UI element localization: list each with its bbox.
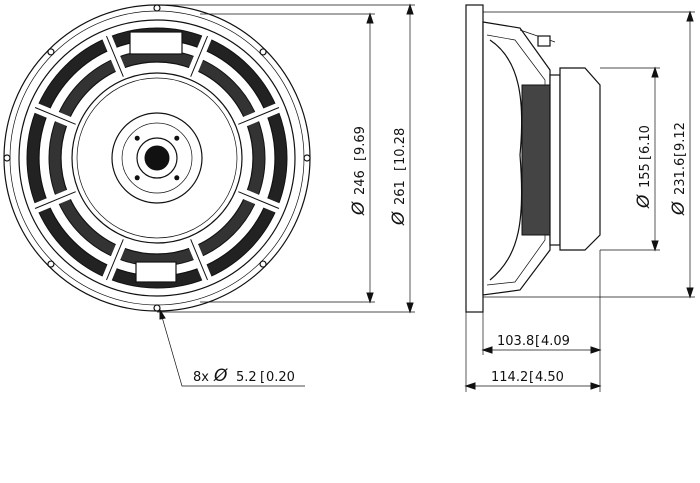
svg-text:[: [ bbox=[673, 152, 688, 157]
svg-text:9.12: 9.12 bbox=[673, 122, 688, 151]
svg-text:114.2: 114.2 bbox=[491, 370, 528, 385]
svg-text:Ø: Ø bbox=[349, 201, 369, 216]
mounting-hole bbox=[153, 4, 161, 12]
basket-spoke-edge bbox=[190, 239, 208, 281]
dim-246-label: Ø 246 [ 9.69 bbox=[349, 126, 369, 216]
svg-text:8x: 8x bbox=[193, 370, 209, 385]
mounting-hole bbox=[3, 154, 11, 162]
svg-text:[: [ bbox=[260, 370, 265, 385]
screw bbox=[134, 135, 140, 141]
svg-text:[: [ bbox=[638, 155, 653, 160]
svg-text:Ø: Ø bbox=[213, 366, 228, 386]
svg-text:Ø: Ø bbox=[669, 201, 689, 216]
basket-spoke-edge bbox=[238, 107, 280, 125]
side-view bbox=[465, 4, 601, 313]
dim-103-label: 103.8 [ 4.09 bbox=[497, 334, 570, 349]
mounting-hole bbox=[47, 48, 55, 56]
mounting-hole bbox=[47, 260, 55, 268]
svg-text:231.6: 231.6 bbox=[673, 158, 688, 195]
terminal-block-bottom bbox=[135, 261, 177, 283]
basket-spoke-edge bbox=[106, 239, 124, 281]
svg-text:Ø: Ø bbox=[634, 194, 654, 209]
svg-text:[: [ bbox=[393, 166, 408, 171]
basket-spoke-edge bbox=[34, 191, 76, 209]
dimension-lines bbox=[157, 3, 695, 392]
svg-text:0.20: 0.20 bbox=[266, 370, 295, 385]
mounting-hole bbox=[153, 304, 161, 312]
basket-spoke-edge bbox=[190, 35, 208, 77]
svg-text:246: 246 bbox=[353, 170, 368, 195]
svg-text:4.50: 4.50 bbox=[535, 370, 564, 385]
mounting-hole bbox=[303, 154, 311, 162]
svg-text:5.2: 5.2 bbox=[236, 370, 257, 385]
mounting-hole-label: 8x Ø 5.2 [ 0.20 bbox=[193, 366, 295, 386]
screw bbox=[174, 175, 180, 181]
svg-text:[: [ bbox=[353, 156, 368, 161]
svg-text:155: 155 bbox=[638, 163, 653, 188]
basket-spoke-edge bbox=[238, 191, 280, 209]
dim-231-label: Ø 231.6 [ 9.12 bbox=[669, 122, 689, 216]
dim-114-label: 114.2 [ 4.50 bbox=[491, 370, 564, 385]
svg-text:[: [ bbox=[535, 334, 540, 349]
basket-spoke-edge bbox=[34, 107, 76, 125]
svg-text:9.69: 9.69 bbox=[353, 126, 368, 155]
front-view bbox=[3, 4, 311, 312]
svg-text:10.28: 10.28 bbox=[393, 128, 408, 165]
svg-text:4.09: 4.09 bbox=[541, 334, 570, 349]
screw bbox=[134, 175, 140, 181]
svg-text:103.8: 103.8 bbox=[497, 334, 534, 349]
svg-text:[: [ bbox=[529, 370, 534, 385]
dim-261-label: Ø 261 [ 10.28 bbox=[389, 128, 409, 226]
terminal-block bbox=[129, 31, 183, 55]
mounting-hole bbox=[259, 48, 267, 56]
basket-spoke-edge bbox=[106, 35, 124, 77]
dim-155-label: Ø 155 [ 6.10 bbox=[634, 125, 654, 209]
svg-text:261: 261 bbox=[393, 180, 408, 205]
mounting-holes bbox=[3, 4, 311, 312]
screw bbox=[174, 135, 180, 141]
svg-text:6.10: 6.10 bbox=[638, 125, 653, 154]
mounting-hole bbox=[259, 260, 267, 268]
svg-text:Ø: Ø bbox=[389, 211, 409, 226]
